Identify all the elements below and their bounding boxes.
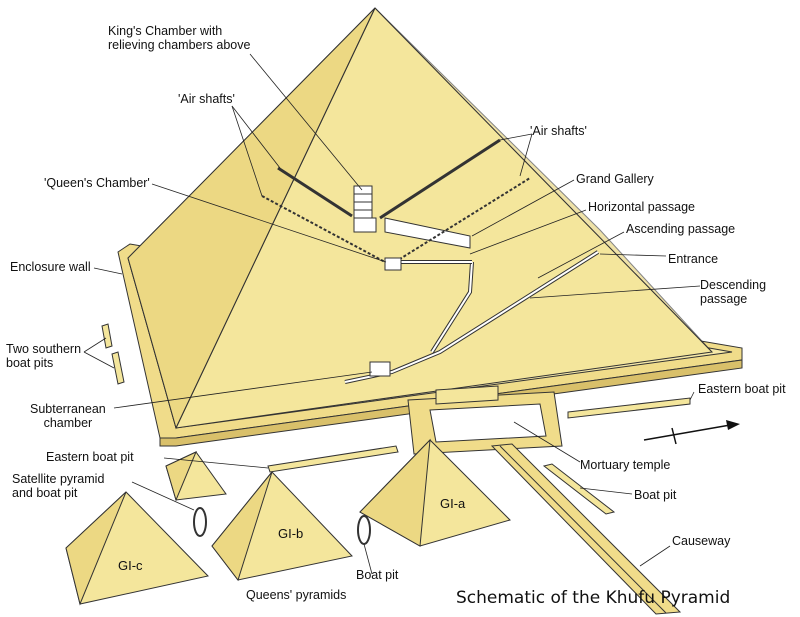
boat-pit-causeway [542,463,616,515]
queens-pyramid-gi-c [65,491,209,606]
queens-pyramid-gi-a [359,438,511,547]
label-descending-line2: passage [700,292,748,306]
label-southern-line1: Two southern [6,342,82,356]
pyramid-name-gi-b: GI-b [278,526,304,541]
queens-pyramid-gi-b [211,471,353,582]
label-eastern-boat-pit-right: Eastern boat pit [698,382,786,396]
label-descending-passage: Descending passage [700,278,766,306]
label-descending-line1: Descending [700,278,767,292]
causeway [490,443,682,615]
eastern-boat-pit-east [567,397,691,419]
pyramid-name-gi-c: GI-c [118,558,143,573]
satellite-pyramid [165,451,227,502]
label-satellite-line2: and boat pit [12,486,78,500]
label-enclosure-wall: Enclosure wall [10,260,91,274]
eastern-boat-pit-south [267,445,399,473]
label-queens-chamber: 'Queen's Chamber' [44,176,150,190]
label-horizontal-passage: Horizontal passage [588,200,696,214]
label-grand-gallery: Grand Gallery [576,172,654,186]
pyramid-name-gi-a: GI-a [440,496,466,511]
internal-passages [261,138,600,384]
subterranean-chamber [369,361,391,377]
label-entrance: Entrance [668,252,719,266]
southern-boat-pits [101,323,125,385]
leader-lines [83,53,701,575]
label-queens-pyramids: Queens' pyramids [246,588,347,602]
north-arrow [643,420,740,445]
boat-pit-ring-right [357,515,371,545]
label-subterranean-line2: chamber [43,416,93,430]
label-subterranean-line1: Subterranean [30,402,106,416]
label-air-shafts-left: 'Air shafts' [178,92,235,106]
mortuary-temple [407,385,563,455]
label-satellite-pyramid: Satellite pyramid and boat pit [12,472,104,500]
great-pyramid [127,7,714,430]
queens-chamber [384,257,402,271]
label-ascending-passage: Ascending passage [626,222,736,236]
label-mortuary-temple: Mortuary temple [580,458,671,472]
label-boat-pit-bottom: Boat pit [356,568,399,582]
kings-chamber [353,185,377,233]
label-kings-chamber-line1: King's Chamber with [108,24,223,38]
label-kings-chamber-line2: relieving chambers above [108,38,251,52]
label-boat-pit-right: Boat pit [634,488,677,502]
label-eastern-boat-pit-left: Eastern boat pit [46,450,134,464]
boat-pit-ring-left [193,507,207,537]
label-two-southern-boat-pits: Two southern boat pits [6,342,81,370]
label-causeway: Causeway [672,534,731,548]
label-subterranean-chamber: Subterranean chamber [30,402,106,430]
diagram-caption: Schematic of the Khufu Pyramid [456,588,731,608]
label-air-shafts-right: 'Air shafts' [530,124,587,138]
label-kings-chamber: King's Chamber with relieving chambers a… [108,24,250,52]
label-southern-line2: boat pits [6,356,54,370]
label-satellite-line1: Satellite pyramid [12,472,105,486]
